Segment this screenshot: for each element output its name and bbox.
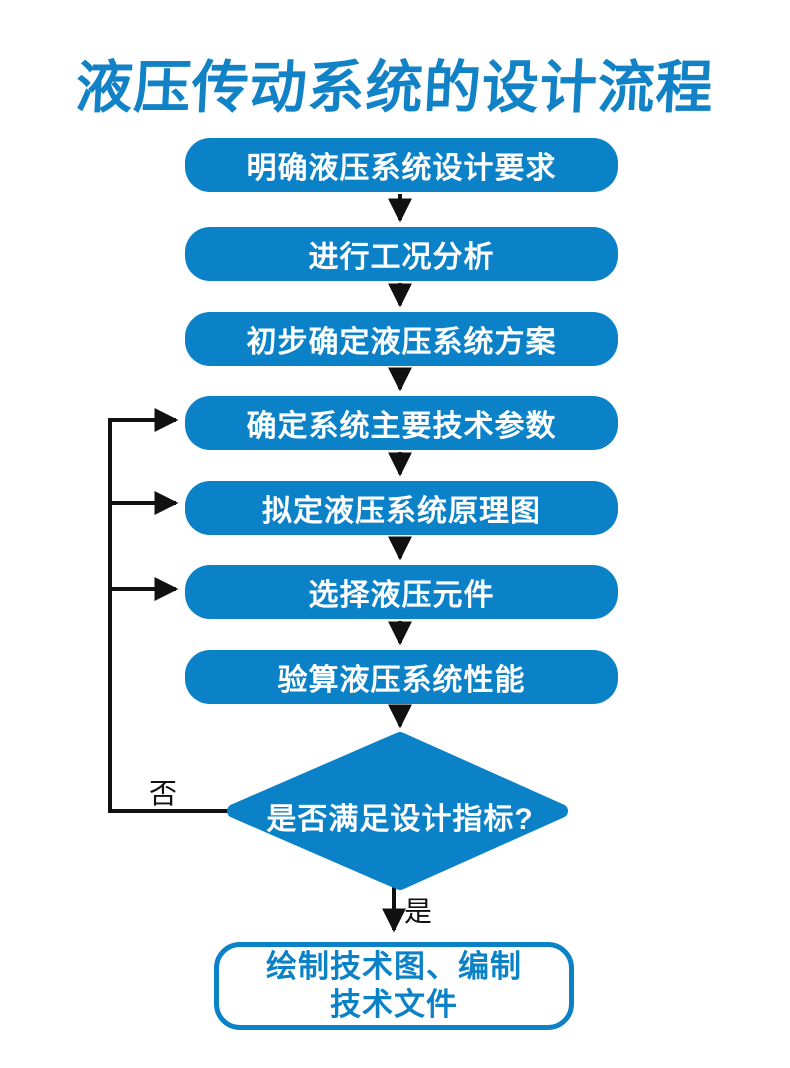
flow-step-label: 确定系统主要技术参数 [246,410,557,443]
final-step: 绘制技术图、编制 技术文件 [214,942,574,1030]
flow-step-4: 确定系统主要技术参数 [185,396,618,450]
flow-step-label: 验算液压系统性能 [277,664,526,697]
flow-step-label: 拟定液压系统原理图 [262,495,541,528]
yes-branch-label: 是 [404,896,433,927]
flow-step-label: 选择液压元件 [308,579,495,612]
final-step-label-line1: 绘制技术图、编制 [266,949,522,985]
flow-step-7: 验算液压系统性能 [185,650,618,704]
feedback-no-arrow [108,408,232,813]
flow-step-1: 明确液压系统设计要求 [185,138,618,192]
flow-step-6: 选择液压元件 [185,565,618,619]
flow-step-3: 初步确定液压系统方案 [185,312,618,366]
flow-step-label: 初步确定液压系统方案 [246,326,557,359]
flow-step-label: 进行工况分析 [308,241,495,274]
flow-step-5: 拟定液压系统原理图 [185,481,618,535]
decision-label: 是否满足设计指标? [266,803,534,836]
no-branch-label: 否 [149,778,178,809]
flow-step-2: 进行工况分析 [185,227,618,281]
final-step-label-line2: 技术文件 [330,987,458,1022]
decision-diamond [227,732,568,890]
page-title: 液压传动系统的设计流程 [74,56,716,120]
flow-step-label: 明确液压系统设计要求 [246,152,557,185]
